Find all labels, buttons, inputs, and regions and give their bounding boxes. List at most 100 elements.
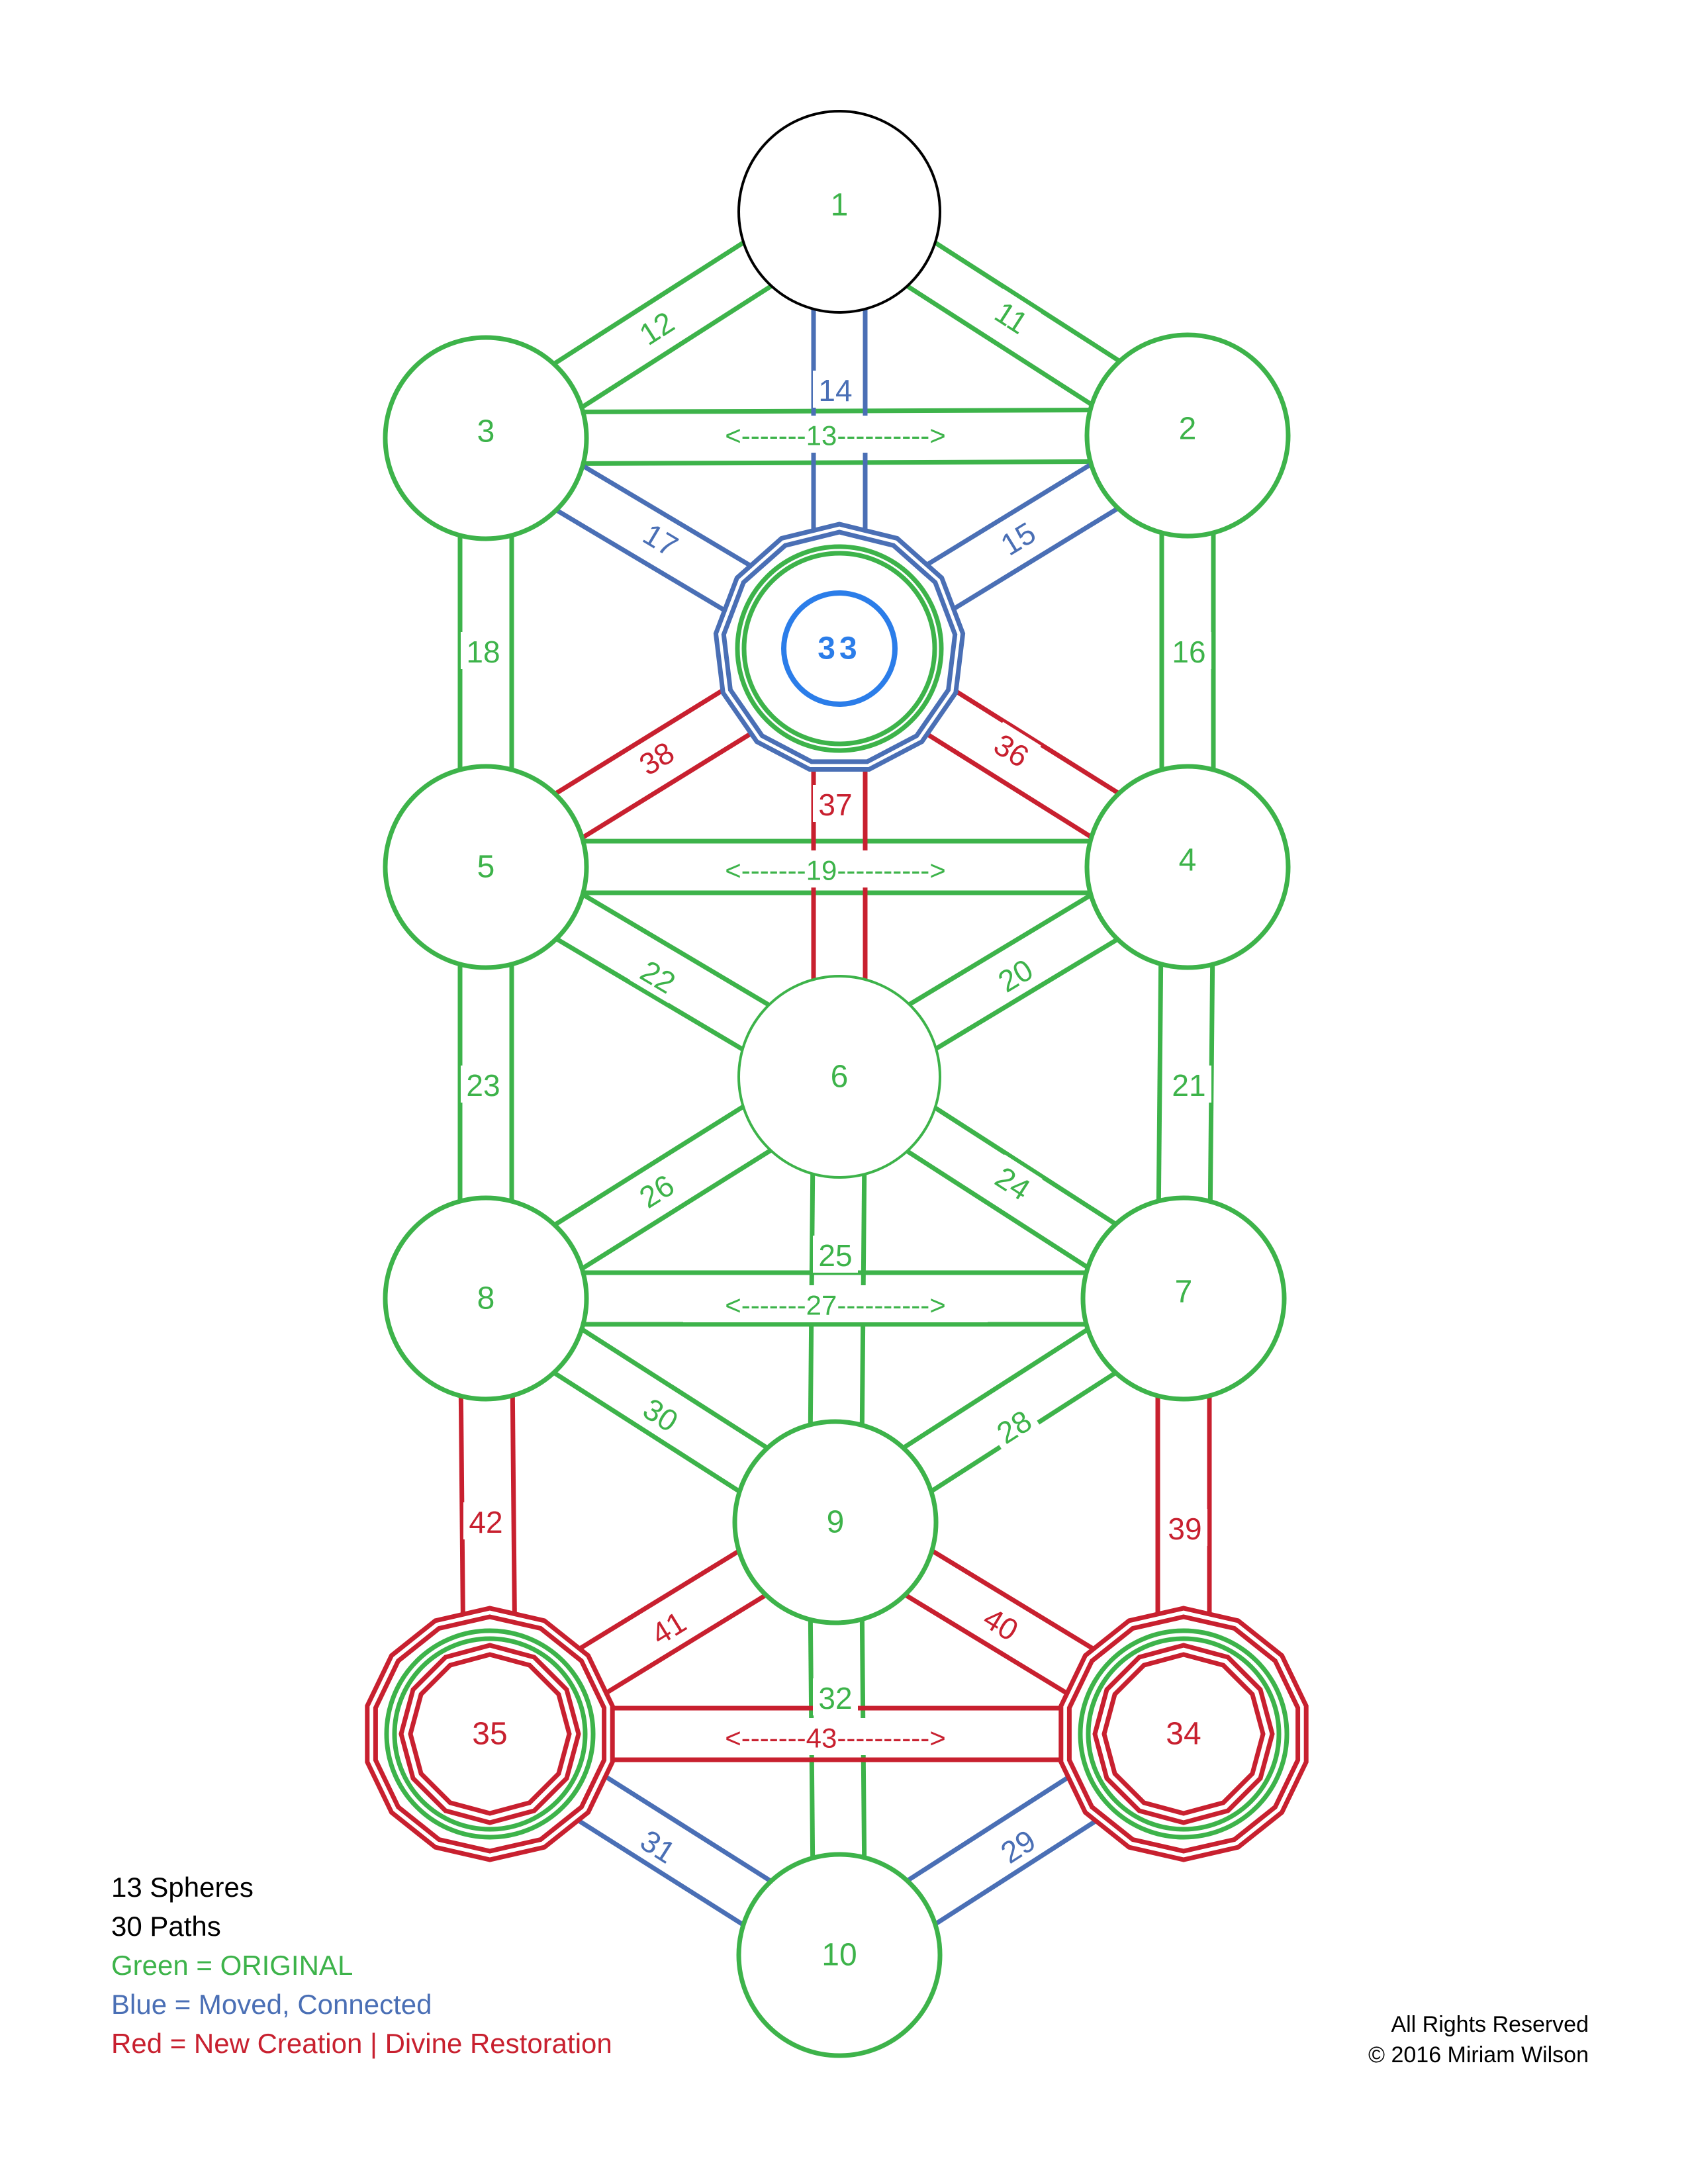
sphere-1: 1	[737, 110, 941, 314]
path-label-bg	[627, 729, 685, 785]
path-label-bg	[630, 1817, 688, 1874]
path-7	[555, 463, 771, 623]
sphere-label: 35	[472, 1717, 507, 1752]
path-label-bg	[461, 1066, 506, 1103]
sphere-ring-outer	[1078, 1628, 1289, 1840]
sphere-2: 2	[1084, 332, 1291, 539]
path-edge	[553, 676, 745, 796]
legend-green: Green = ORIGINAL	[111, 1950, 353, 1981]
path-label-bg	[1166, 632, 1211, 669]
path-edge	[458, 1396, 466, 1637]
sphere-circle	[1080, 1195, 1287, 1402]
path-edge	[583, 408, 1090, 414]
sphere-6: 6	[737, 975, 941, 1179]
sphere-10: 10	[736, 1852, 943, 2058]
path-edge	[935, 937, 1119, 1051]
path-edge	[581, 719, 772, 840]
path-edge	[583, 459, 1091, 466]
path-label-bg	[986, 946, 1044, 1002]
sphere-circle	[732, 1419, 939, 1625]
path-label-bg	[984, 1398, 1043, 1454]
path-12	[555, 892, 771, 1052]
sphere-ring-outer	[384, 1628, 596, 1840]
path-edge	[933, 1806, 1117, 1927]
sphere-circle	[383, 1195, 589, 1402]
path-label-bg	[972, 1595, 1031, 1651]
sphere-4: 4	[1084, 764, 1291, 970]
sphere-circle	[1084, 332, 1291, 539]
legend-paths: 30 Paths	[111, 1911, 221, 1942]
sphere-label: 9	[827, 1505, 845, 1540]
path-label: 23	[466, 1068, 500, 1103]
path-label-bg	[813, 785, 858, 822]
path-25	[553, 676, 772, 840]
path-20	[552, 1327, 769, 1494]
sphere-35: 35	[365, 1606, 615, 1862]
sphere-label: 10	[821, 1938, 857, 1973]
legend: 13 Spheres 30 Paths Green = ORIGINAL Blu…	[111, 1868, 612, 2063]
path-label: 25	[818, 1238, 852, 1273]
sphere-circle	[383, 764, 589, 970]
path-edge	[933, 240, 1121, 363]
path-14	[906, 1105, 1117, 1270]
sphere-33: 33	[713, 522, 966, 772]
path-edge	[558, 1549, 741, 1663]
inner-polygon	[1092, 1643, 1275, 1825]
path-3	[583, 408, 1091, 466]
path-label: 16	[1172, 635, 1205, 669]
sphere-ring-inner	[741, 551, 937, 747]
sphere-label: 8	[477, 1281, 495, 1316]
path-label-bg	[1166, 1066, 1211, 1103]
path-edge	[906, 1762, 1090, 1883]
path-label: 39	[1168, 1512, 1201, 1546]
path-label-bg	[639, 1599, 697, 1655]
path-16	[553, 1105, 773, 1271]
path-edge	[908, 462, 1093, 578]
sphere-circle	[737, 975, 941, 1179]
path-21	[557, 1762, 773, 1927]
path-edge	[904, 1592, 1089, 1707]
arrow-label-bg	[683, 850, 988, 887]
path-label-bg	[983, 289, 1041, 345]
path-label: <-------19---------->	[725, 855, 946, 886]
sphere-circle	[383, 335, 589, 541]
path-edge	[902, 1327, 1090, 1450]
sphere-7: 7	[1080, 1195, 1287, 1402]
path-edge	[934, 506, 1119, 622]
outer-polygon-inner	[721, 529, 958, 764]
path-label: 37	[818, 788, 852, 822]
path-edge	[908, 893, 1092, 1007]
sphere-label: 6	[831, 1060, 849, 1095]
path-edge	[930, 1549, 1115, 1664]
path-edge	[581, 1148, 773, 1271]
path-10	[908, 893, 1119, 1051]
sphere-label: 3	[477, 414, 495, 449]
copyright-line-2: © 2016 Miriam Wilson	[1368, 2042, 1589, 2068]
path-label-bg	[988, 1817, 1047, 1874]
path-label-bg	[984, 1154, 1043, 1210]
arrow-label-bg	[683, 1718, 988, 1755]
path-label: <-------27---------->	[725, 1290, 946, 1321]
inner-sphere	[781, 590, 898, 707]
sphere-ring-inner	[1086, 1636, 1282, 1832]
path-label-bg	[627, 299, 685, 355]
path-labels-layer: 1112<-------13---------->1415161718<----…	[461, 289, 1211, 1874]
path-edge	[557, 1805, 745, 1927]
path-6	[1159, 532, 1216, 770]
path-label: 26	[633, 1167, 680, 1214]
sphere-label: 34	[1166, 1717, 1201, 1752]
path-2	[552, 240, 773, 410]
path-28	[558, 1549, 767, 1707]
inner-polygon-inner	[1102, 1652, 1266, 1816]
outer-polygon-inner	[373, 1614, 607, 1854]
path-label: 14	[818, 373, 852, 408]
path-edge	[552, 1371, 741, 1494]
path-label: 42	[469, 1505, 502, 1539]
path-19	[906, 1762, 1117, 1927]
path-label-bg	[813, 1236, 858, 1273]
path-5	[908, 462, 1119, 622]
path-edge	[580, 1327, 769, 1450]
path-edge	[581, 463, 771, 579]
sphere-label: 7	[1175, 1275, 1193, 1310]
